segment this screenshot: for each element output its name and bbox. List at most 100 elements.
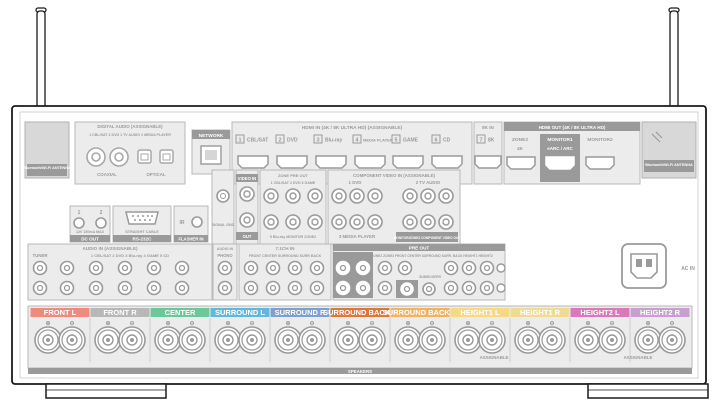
signal-gnd-terminal[interactable] [216,189,230,203]
audio-jack-2-l[interactable] [88,260,104,276]
multi-in-sub[interactable] [265,280,281,296]
hdmi-in-2[interactable]: 2 DVD [275,134,308,169]
hdmi-in-3[interactable]: 3 Blu-ray [313,134,347,169]
multi-in-surround-l[interactable] [287,260,303,276]
component-in1-y[interactable] [331,188,347,204]
lan-port[interactable] [200,145,222,165]
hdmi-in-6[interactable]: 6 CD [431,134,463,169]
multi-in-front-l[interactable] [243,260,259,276]
phono-jack-l[interactable] [217,260,233,276]
speaker-terminal[interactable] [358,326,386,354]
pre-out-front-l[interactable] [377,260,393,276]
pre-out-zone2-r[interactable] [335,280,351,296]
coaxial-jack-2[interactable] [109,147,129,167]
component-in1-pb[interactable] [349,188,365,204]
speaker-terminal[interactable] [394,326,422,354]
multi-in-surround-r[interactable] [287,280,303,296]
speaker-terminal[interactable] [298,326,326,354]
multi-in-front-r[interactable] [243,280,259,296]
zone-jack-6[interactable] [307,214,323,230]
speaker-terminal[interactable] [214,326,242,354]
audio-jack-tuner-l[interactable] [32,260,48,276]
speaker-terminal[interactable] [514,326,542,354]
speaker-terminal[interactable] [274,326,302,354]
pre-out-surround-l[interactable] [443,260,459,276]
component-in3-pr[interactable] [367,214,383,230]
zone-jack-2[interactable] [285,188,301,204]
zone-jack-3[interactable] [307,188,323,204]
hdmi-out-monitor2[interactable] [585,156,615,170]
pre-out-surround-r[interactable] [443,280,459,296]
speaker-terminal[interactable] [538,326,566,354]
coaxial-jack-1[interactable] [86,147,106,167]
speaker-terminal[interactable] [418,326,446,354]
pre-out-sback-r[interactable] [461,280,477,296]
pre-out-height1-l[interactable] [479,260,495,276]
speaker-terminal[interactable] [478,326,506,354]
pre-out-zone3-l[interactable] [355,260,371,276]
pre-out-sback-l[interactable] [461,260,477,276]
audio-jack-1-l[interactable] [59,260,75,276]
speaker-terminal[interactable] [154,326,182,354]
speaker-terminal[interactable] [454,326,482,354]
speaker-terminal[interactable] [178,326,206,354]
video-in-jack[interactable] [239,186,255,202]
pre-out-height1-r[interactable] [479,280,495,296]
component-in1-pr[interactable] [367,188,383,204]
multi-in-sback-l[interactable] [309,260,325,276]
pre-out-subwoofer-1[interactable] [400,282,414,296]
audio-jack-4-r[interactable] [146,280,162,296]
audio-jack-5-l[interactable] [174,260,190,276]
optical-port-1[interactable] [137,149,152,164]
audio-jack-tuner-r[interactable] [32,280,48,296]
pre-out-height2-l[interactable] [496,263,506,273]
hdmi-in-1[interactable]: 1 CBL/SAT [235,134,269,169]
speaker-terminal[interactable] [574,326,602,354]
speaker-terminal[interactable] [94,326,122,354]
component-out-y[interactable] [402,214,418,230]
speaker-terminal[interactable] [598,326,626,354]
ac-inlet[interactable] [630,253,658,279]
hdmi-in-5[interactable]: 5 GAME [391,134,424,169]
audio-jack-2-r[interactable] [88,280,104,296]
audio-jack-3-l[interactable] [117,260,133,276]
optical-port-2[interactable] [159,149,174,164]
pre-out-zone2-l[interactable] [335,260,351,276]
pre-out-front-r[interactable] [377,280,393,296]
speaker-terminal[interactable] [634,326,662,354]
hdmi-out-zone2[interactable] [506,156,536,170]
component-out-pr[interactable] [438,214,454,230]
zone-jack-4[interactable] [263,214,279,230]
audio-jack-4-l[interactable] [146,260,162,276]
hdmi-in-4[interactable]: 4 MEDIA PLAYER [352,134,393,169]
component-in2-pr[interactable] [438,188,454,204]
trigger-jack-1[interactable] [73,217,85,229]
pre-out-center[interactable] [397,260,413,276]
pre-out-subwoofer-2[interactable] [422,282,436,296]
rs232c-port[interactable] [125,211,159,225]
speaker-terminal[interactable] [58,326,86,354]
speaker-terminal[interactable] [334,326,362,354]
phono-jack-r[interactable] [217,280,233,296]
component-in2-pb[interactable] [420,188,436,204]
hdmi-8k-in[interactable]: 7 8K [474,134,502,169]
zone-jack-1[interactable] [263,188,279,204]
audio-jack-5-r[interactable] [174,280,190,296]
component-out-pb[interactable] [420,214,436,230]
flasher-jack[interactable] [191,216,203,228]
speaker-terminal[interactable] [658,326,686,354]
speaker-terminal[interactable] [238,326,266,354]
hdmi-out-monitor1[interactable] [545,156,575,170]
component-in3-pb[interactable] [349,214,365,230]
zone-jack-5[interactable] [285,214,301,230]
speaker-terminal[interactable] [118,326,146,354]
video-out-jack[interactable] [239,212,255,228]
component-in3-y[interactable] [331,214,347,230]
pre-out-zone3-r[interactable] [355,280,371,296]
multi-in-sback-r[interactable] [309,280,325,296]
component-in2-y[interactable] [402,188,418,204]
multi-in-center[interactable] [265,260,281,276]
trigger-jack-2[interactable] [95,217,107,229]
audio-jack-1-r[interactable] [59,280,75,296]
speaker-terminal[interactable] [34,326,62,354]
